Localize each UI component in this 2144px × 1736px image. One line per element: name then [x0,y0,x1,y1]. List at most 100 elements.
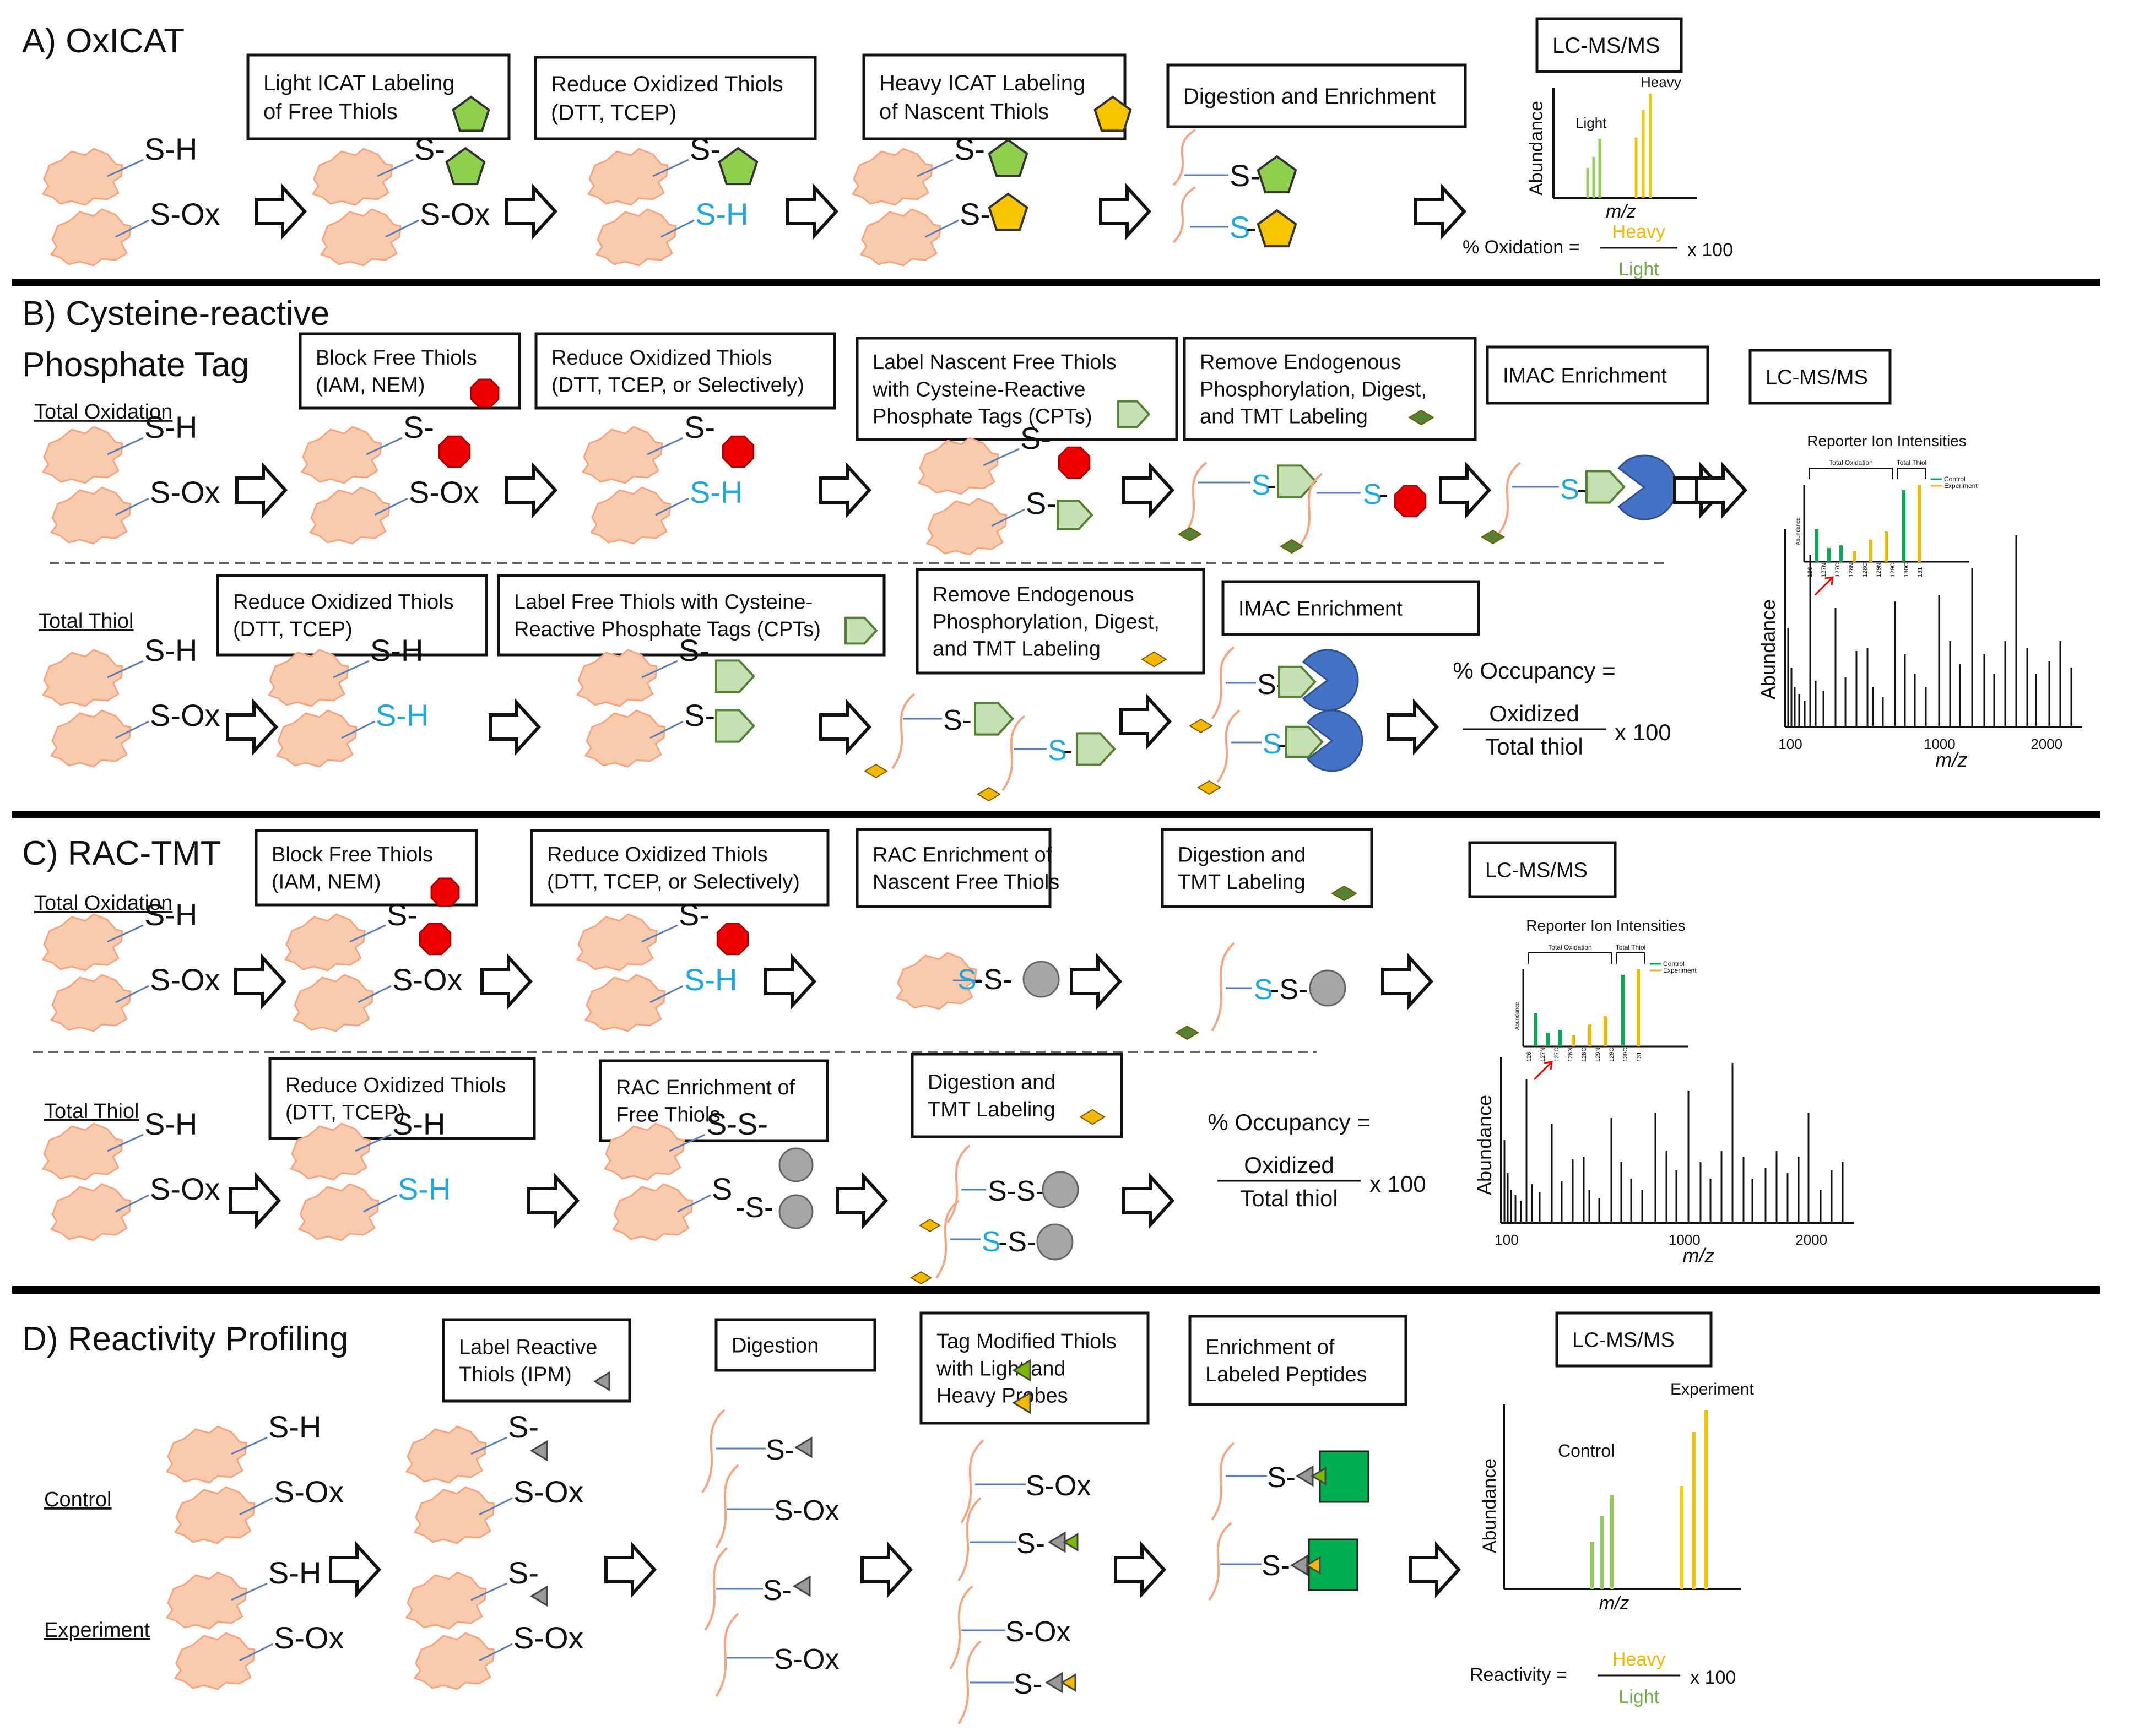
thiol-label: S [1252,469,1271,501]
bond-line [652,159,689,177]
thiol-label: S- [508,1409,539,1444]
block-octagon-icon [722,435,755,468]
resin-bead-icon [1036,1223,1074,1261]
step-box-text: Phosphorylation, Digest, [1200,378,1427,401]
red-arrow-icon [1533,1062,1552,1081]
protein-icon [576,913,658,972]
series-label: Light [1575,115,1607,131]
ipm-probe-icon [1305,1555,1321,1575]
protein-icon [405,1425,487,1484]
step-box-text: of Nascent Thiols [879,100,1049,124]
red-arrow-icon [1814,577,1833,596]
ipm-probe-icon [1012,1391,1031,1414]
peptide-strand [1299,473,1323,546]
step-box-text: (DTT, TCEP) [233,618,353,641]
protein-icon [320,208,402,267]
step-box-text: Label Free Thiols with Cysteine- [514,591,813,614]
ipm-probe-icon [1290,1554,1308,1576]
protein-icon [42,148,123,206]
bond-line [115,497,149,516]
step-box-text: and TMT Labeling [1200,405,1368,428]
reporter-ion-bar [1558,1030,1562,1046]
step-box-text: (IAM, NEM) [272,871,381,894]
thiol-label: S-S- [706,1106,768,1141]
ipm-probe-icon [1012,1359,1031,1382]
block-octagon-icon [470,378,500,408]
process-arrow-icon [1409,1541,1461,1598]
inset-tick: 127C [1834,563,1841,577]
resin-bead-icon [778,1147,814,1182]
thiol-label: - [1577,474,1586,506]
protein-icon [42,649,123,707]
thiol-label: S [712,1171,732,1206]
legend-label: Experiment [1663,967,1697,974]
inset-tick: 129N [1595,1048,1601,1062]
legend-label: Experiment [1944,482,1978,490]
axis-tick: 2000 [2031,736,2062,752]
protein-icon [50,1183,132,1241]
inset-tick: 127N [1821,563,1827,577]
group-bracket [1616,952,1645,964]
bond-line [470,1436,507,1455]
protein-icon [42,1122,123,1181]
formula-numerator: Heavy [1612,1649,1665,1670]
y-axis-label: Abundance [1757,599,1779,699]
thiol-label: S [1230,210,1250,245]
axis-tick: 2000 [1795,1232,1827,1248]
thiol-label: S- [954,132,985,166]
protein-icon [50,208,132,267]
step-box-text: Thiols (IPM) [459,1363,572,1386]
bond-line [983,448,1020,466]
inset-tick: 128N [1567,1048,1574,1062]
thiol-label: S-Ox [1005,1616,1070,1648]
thiol-label: S-H [376,698,429,733]
step-box-text: Reduce Oxidized Thiols [547,843,768,866]
icat-tag-icon [718,147,759,186]
inset-tick: 126 [1807,567,1813,577]
step-box-text: Remove Endogenous [1200,351,1401,374]
bond-line [239,1643,273,1662]
bond-line [107,1133,144,1152]
peptide-strand [957,1640,982,1725]
resin-bead-icon [1309,969,1346,1007]
step-box-text: Heavy ICAT Labeling [879,71,1085,95]
reporter-ion-bar [1869,540,1872,562]
bond-line [231,1436,268,1455]
thiol-label: S-Ox [150,1171,220,1206]
reporter-ion-bar [1534,1013,1537,1046]
step-box-text: Labeled Peptides [1205,1363,1367,1386]
step-box [530,829,830,907]
resin-bead-icon [1022,961,1060,998]
icat-tag-icon [1257,209,1297,248]
protein-icon [301,426,382,484]
resin-bead-icon [778,1194,814,1229]
step-box-text: Remove Endogenous [933,583,1134,606]
inset-tick: 127N [1540,1048,1546,1062]
reporter-ion-bar [1827,548,1831,562]
step-box [1188,1315,1407,1406]
cpt-tag-icon [1278,665,1317,698]
step-box-text: Heavy Probes [936,1385,1068,1408]
peptide-strand [1497,462,1522,535]
thiol-label: S-Ox [150,698,220,733]
cpt-tag-icon [1585,470,1626,504]
inset-ylabel: Abundance [1514,1002,1520,1030]
step-box-text: (DTT, TCEP, or Selectively) [547,871,800,894]
step-box-text: Reactive Phosphate Tags (CPTs) [514,618,821,641]
protein-icon [860,208,941,267]
reporter-ion-bar [1588,1024,1591,1046]
thiol-label: S-H [690,475,743,509]
bond-line [479,1497,513,1516]
bond-line [363,1194,397,1213]
panel-b-title: Phosphate Tag [22,346,250,384]
series-label: Heavy [1641,74,1681,90]
bond-line [647,437,684,455]
protein-icon [42,426,123,484]
series-label: Experiment [1670,1380,1754,1398]
cpt-tag-icon [974,702,1014,736]
protein-icon [414,1632,495,1690]
block-octagon-icon [1058,446,1091,479]
step-box-text: Phosphorylation, Digest, [933,610,1160,633]
panel-d-title: D) Reactivity Profiling [22,1320,349,1358]
